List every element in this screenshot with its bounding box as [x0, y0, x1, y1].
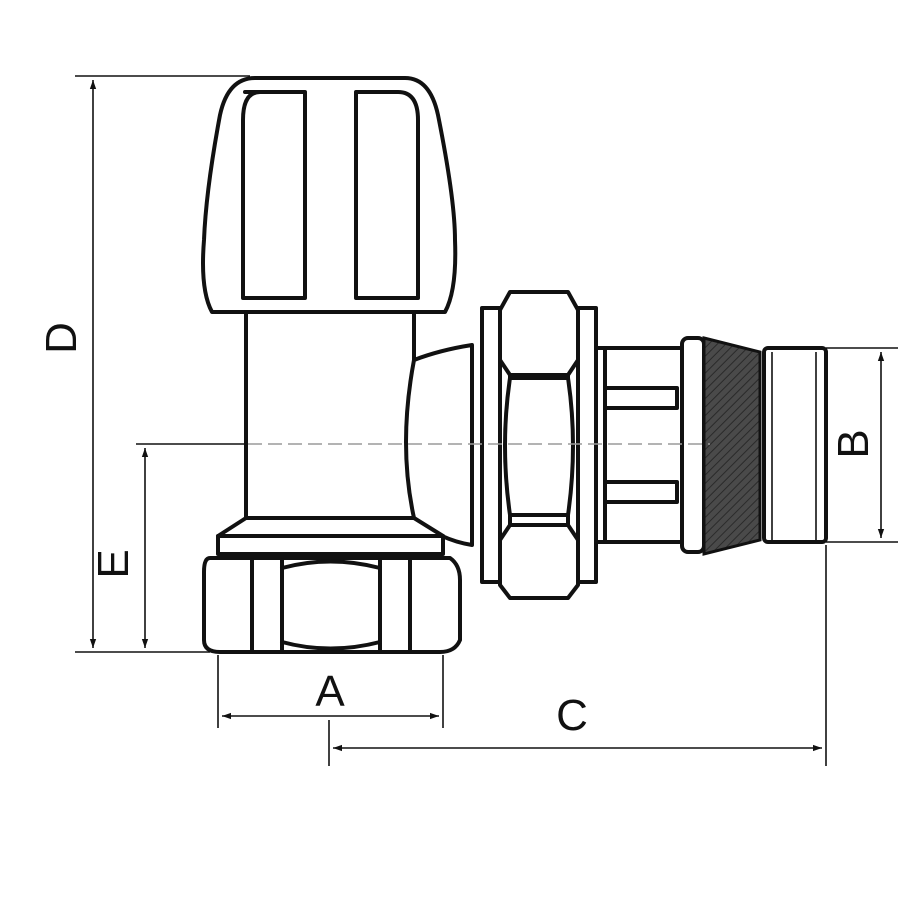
bottom-hex-nut	[202, 556, 462, 654]
dimension-a: A	[217, 655, 444, 728]
valve-handwheel	[201, 76, 458, 314]
dimension-d: D	[37, 75, 250, 653]
valve-body-neck	[244, 310, 474, 547]
dimension-b: B	[826, 347, 898, 543]
valve-side-union	[480, 290, 828, 600]
handwheel-grip-left	[241, 90, 307, 300]
dimension-e: E	[89, 443, 246, 648]
dimension-label-a: A	[315, 667, 345, 716]
dimension-label-d: D	[37, 322, 86, 354]
dimension-c: C	[328, 545, 827, 766]
dimension-label-b: B	[829, 429, 878, 458]
handwheel-grip-right	[354, 90, 420, 300]
dimension-label-e: E	[89, 549, 138, 578]
valve-bottom-union	[202, 516, 462, 654]
knurled-grip	[702, 336, 762, 556]
dimension-label-c: C	[556, 691, 588, 740]
